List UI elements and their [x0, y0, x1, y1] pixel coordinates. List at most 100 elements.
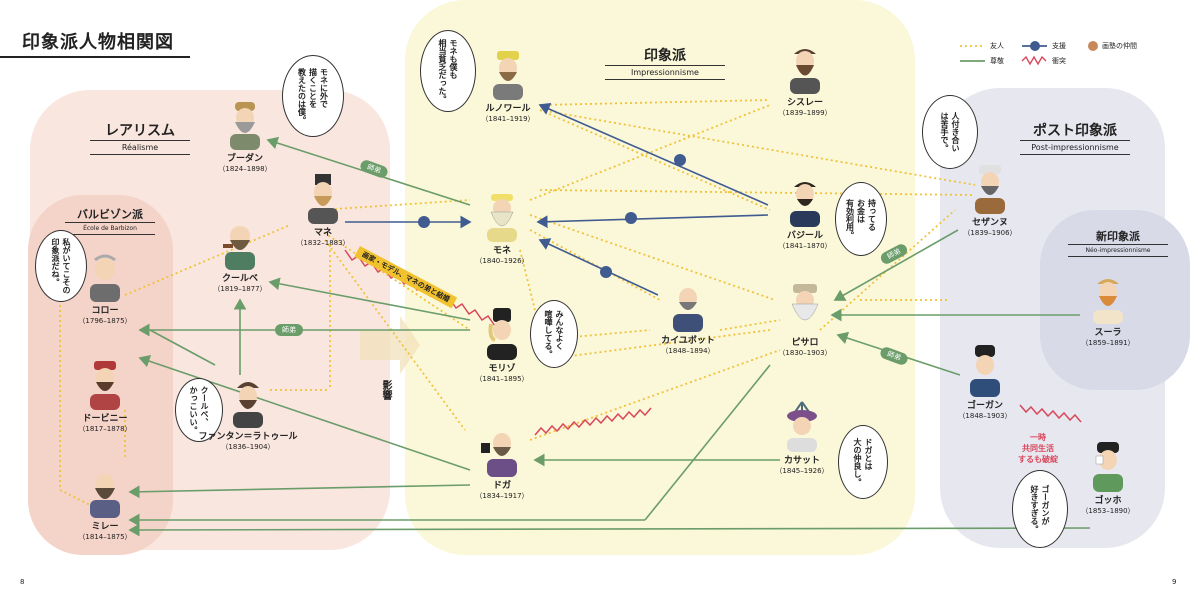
speech-bubble: クールベ、 かっこいい。: [175, 378, 223, 442]
person-name: ファンタン＝ラトゥール: [198, 432, 298, 442]
group-title: 新印象派: [1096, 230, 1140, 243]
conflict-degas-caillebotte: [534, 407, 652, 436]
portrait-icon: [791, 284, 819, 321]
person-years: （1841–1895）: [475, 375, 529, 383]
speech-bubble-text: 持ってる お金は 有効利用。: [845, 199, 877, 239]
speech-bubble: 人付き合い は苦手で。: [922, 95, 978, 169]
group-post: ポスト印象派 Post-impressionnisme: [1020, 120, 1130, 155]
person-gogh: ゴッホ （1853–1890）: [1068, 440, 1148, 516]
group-realism: レアリスム Réalisme: [90, 120, 190, 155]
person-fantin: ファンタン＝ラトゥール （1836–1904）: [193, 376, 303, 452]
person-years: （1832–1883）: [296, 239, 350, 247]
portrait-icon: [1093, 442, 1123, 492]
person-years: （1834–1917）: [475, 492, 529, 500]
page-number-right: 9: [1172, 578, 1177, 586]
portrait-icon: [790, 49, 820, 94]
region-neo: [1040, 210, 1190, 390]
portrait-icon: [233, 382, 263, 428]
group-barbizon: バルビゾン派 École de Barbizon: [65, 206, 155, 235]
person-years: （1839–1899）: [778, 109, 832, 117]
person-bazille: バジール （1841–1870）: [765, 175, 845, 251]
person-years: （1845–1926）: [775, 467, 829, 475]
speech-bubble-text: 私がいてこその 印象派だね。: [51, 238, 71, 294]
person-pissarro: ピサロ （1830–1903）: [765, 282, 845, 358]
person-cassatt: カサット （1845–1926）: [762, 400, 842, 476]
speech-bubble-text: ドガとは 大の仲良し。: [853, 438, 873, 486]
person-sisley: シスレー （1839–1899）: [765, 42, 845, 118]
person-name: マネ: [313, 228, 332, 238]
speech-bubble-text: 人付き合い は苦手で。: [940, 112, 960, 152]
person-years: （1841–1919）: [481, 115, 535, 123]
person-name: ゴーガン: [966, 401, 1003, 411]
influence-label: 影響: [380, 380, 391, 400]
group-title: バルビゾン派: [77, 208, 143, 221]
portrait-icon: [223, 226, 255, 270]
speech-bubble-text: みんなよく 喧嘩してる。: [544, 310, 564, 358]
person-name: モネ: [492, 246, 511, 256]
portrait-icon: [1093, 279, 1123, 324]
person-years: （1824–1898）: [218, 165, 272, 173]
conflict-gauguin-gogh: [1019, 404, 1082, 423]
portrait-icon: [975, 165, 1005, 214]
person-name: バジール: [786, 231, 823, 241]
speech-bubble: ドガとは 大の仲良し。: [838, 425, 888, 499]
speech-bubble: 私がいてこその 印象派だね。: [35, 230, 87, 302]
person-years: （1830–1903）: [778, 349, 832, 357]
person-years: （1848–1903）: [958, 412, 1012, 420]
person-years: （1841–1870）: [778, 242, 832, 250]
mentor-tag: 師弟: [275, 324, 303, 336]
speech-bubble: 持ってる お金は 有効利用。: [835, 182, 887, 256]
person-gauguin: ゴーガン （1848–1903）: [945, 345, 1025, 421]
person-name: ドービニー: [82, 414, 128, 424]
person-name: ミレー: [91, 522, 119, 532]
person-name: カサット: [783, 456, 820, 466]
portrait-icon: [970, 345, 1000, 397]
person-boudin: ブーダン （1824–1898）: [205, 98, 285, 174]
person-years: （1848–1894）: [661, 347, 715, 355]
person-daubigny: ドービニー （1817–1878）: [65, 358, 145, 434]
person-name: モリゾ: [488, 364, 516, 374]
legend-friend: 友人: [990, 42, 1004, 50]
portrait-icon: [673, 288, 703, 332]
legend-respect: 尊敬: [990, 57, 1004, 65]
person-courbet: クールベ （1819–1877）: [200, 218, 280, 294]
person-renoir: ルノワール （1841–1919）: [468, 48, 548, 124]
person-name: セザンヌ: [971, 218, 1008, 228]
person-years: （1796–1875）: [78, 317, 132, 325]
person-corot: コロー （1796–1875）: [65, 250, 145, 326]
person-name: ルノワール: [485, 104, 531, 114]
person-name: クールベ: [221, 274, 258, 284]
person-name: ドガ: [492, 481, 511, 491]
portrait-icon: [487, 308, 517, 360]
person-years: （1836–1904）: [221, 443, 275, 451]
portrait-icon: [308, 174, 338, 224]
page-number-left: 8: [20, 578, 25, 586]
speech-bubble-text: モネに外で 描くことを 教えたのは僕。: [297, 68, 329, 124]
portrait-icon: [90, 254, 120, 302]
portrait-icon: [90, 474, 120, 518]
group-title: ポスト印象派: [1033, 123, 1117, 139]
person-name: スーラ: [1094, 328, 1122, 338]
speech-bubble: モネも僕も 相当貧乏だった。: [420, 30, 476, 112]
portrait-icon: [90, 361, 120, 410]
legend-salon: 画塾の仲間: [1102, 42, 1137, 50]
group-subtitle: École de Barbizon: [65, 222, 155, 235]
group-subtitle: Post-impressionnisme: [1020, 140, 1130, 155]
person-name: ブーダン: [226, 154, 263, 164]
support-icons: [418, 154, 686, 278]
person-degas: ドガ （1834–1917）: [462, 425, 542, 501]
portrait-icon: [493, 51, 523, 100]
group-impressionism: 印象派 Impressionnisme: [605, 45, 725, 80]
person-years: （1839–1906）: [963, 229, 1017, 237]
group-subtitle: Néo-impressionnisme: [1068, 244, 1168, 257]
person-years: （1859–1891）: [1081, 339, 1135, 347]
person-cezanne: セザンヌ （1839–1906）: [950, 162, 1030, 238]
group-subtitle: Réalisme: [90, 140, 190, 155]
person-years: （1853–1890）: [1081, 507, 1135, 515]
person-name: ゴッホ: [1094, 496, 1122, 506]
portrait-icon: [787, 401, 817, 452]
person-manet: マネ （1832–1883）: [283, 172, 363, 248]
speech-bubble-text: モネも僕も 相当貧乏だった。: [438, 39, 458, 103]
person-monet: モネ （1840–1926）: [462, 190, 542, 266]
